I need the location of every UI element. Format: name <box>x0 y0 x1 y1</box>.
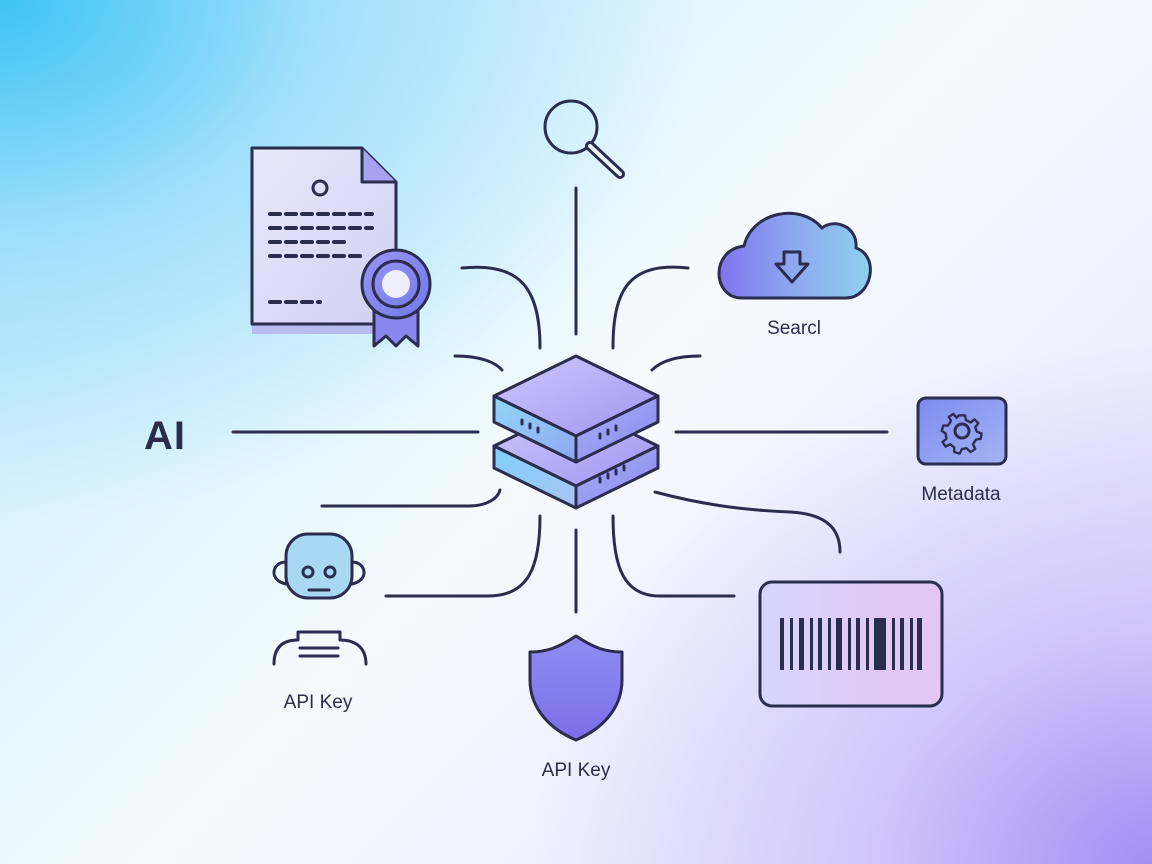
robot-avatar-icon <box>272 532 368 666</box>
connector-cloud-short <box>650 354 702 372</box>
connector-doc <box>460 265 542 350</box>
connector-lines <box>231 186 889 614</box>
label-api-key-bot: API Key <box>283 692 353 713</box>
connector-bot <box>384 514 542 598</box>
connector-barcode <box>611 514 736 598</box>
connector-api-left <box>320 488 502 508</box>
label-ai: AI <box>144 414 186 458</box>
magnifier-icon <box>543 99 625 179</box>
barcode-icon <box>758 580 944 708</box>
connector-cloud <box>611 265 690 350</box>
label-search: Searcl <box>767 318 821 339</box>
gear-icon <box>916 396 1008 466</box>
label-metadata: Metadata <box>921 484 1001 505</box>
connector-metadata <box>653 490 842 554</box>
server-stack-icon <box>492 354 660 510</box>
label-api-key-shield: API Key <box>541 760 611 781</box>
cloud-download-icon <box>717 211 872 300</box>
connector-doc-short <box>453 354 504 372</box>
document-certificate-icon <box>250 146 432 348</box>
shield-icon <box>528 634 624 742</box>
